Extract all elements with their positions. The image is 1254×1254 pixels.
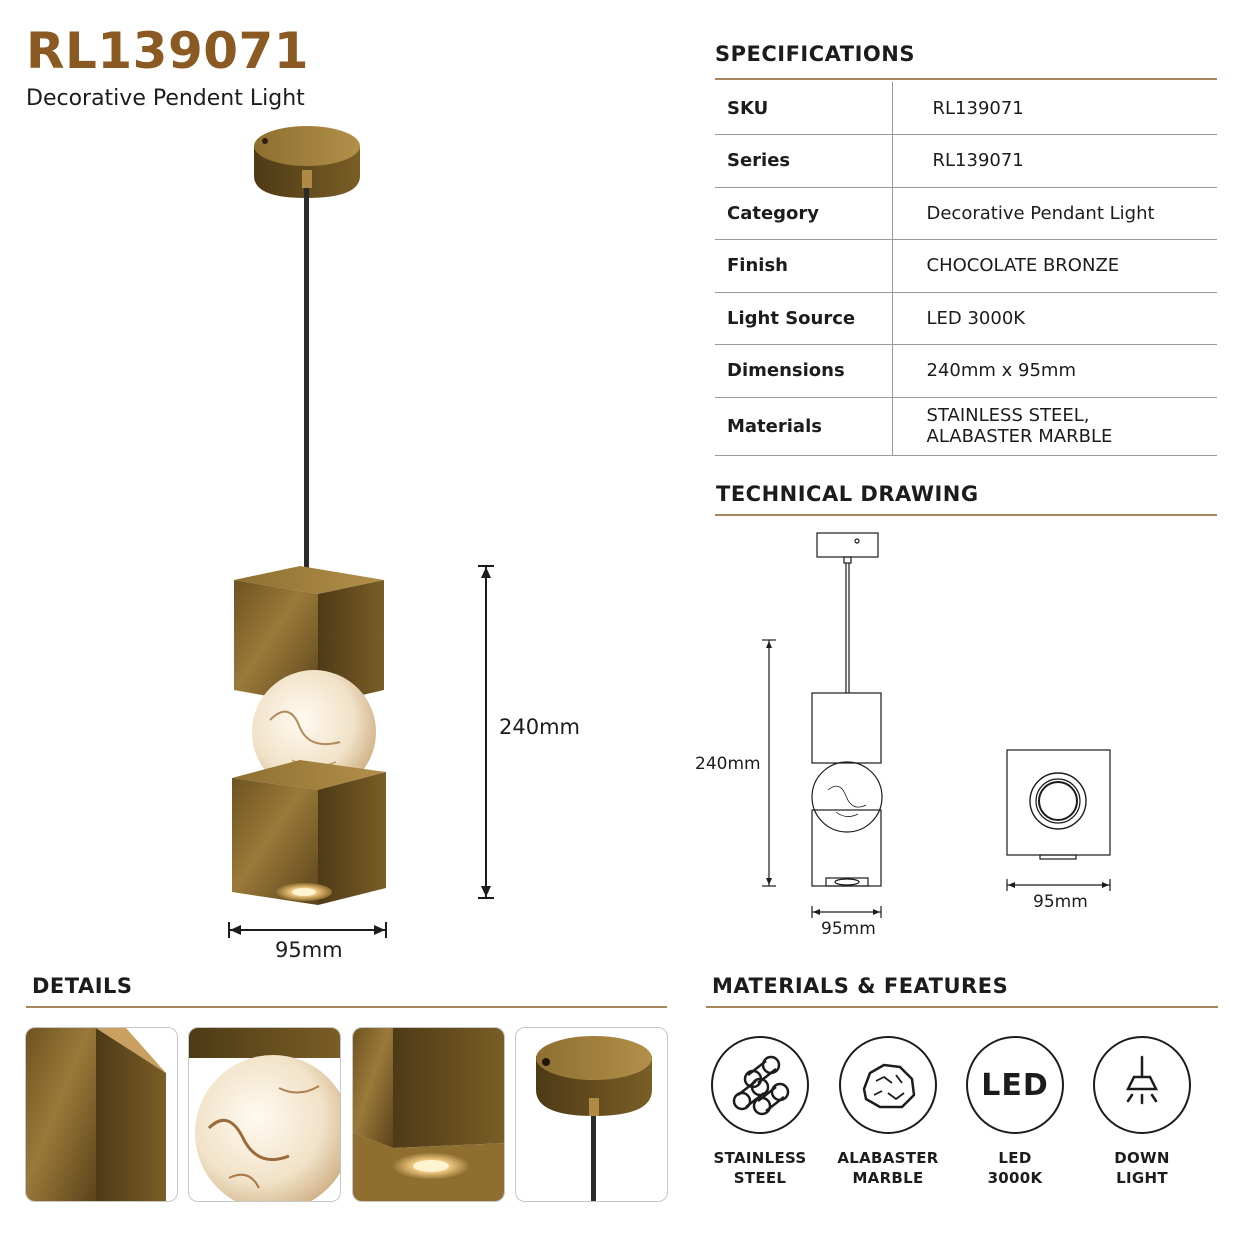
feature-led: LED LED 3000K bbox=[951, 1036, 1079, 1188]
top-view-width-label: 95mm bbox=[1033, 892, 1088, 912]
feature-label-line1: LED bbox=[998, 1149, 1032, 1167]
spec-key: Materials bbox=[715, 397, 893, 456]
feature-label-line1: DOWN bbox=[1114, 1149, 1170, 1167]
down-light-icon bbox=[1093, 1036, 1191, 1134]
marble-sphere-image bbox=[189, 1028, 340, 1201]
pendant-cord bbox=[304, 188, 309, 580]
stainless-steel-icon bbox=[711, 1036, 809, 1134]
technical-drawing bbox=[762, 532, 1111, 918]
spec-row-sku: SKU RL139071 bbox=[715, 82, 1217, 135]
technical-drawing-rule bbox=[715, 514, 1217, 516]
product-code: RL139071 bbox=[26, 22, 310, 80]
spec-value-line: STAINLESS STEEL, bbox=[926, 405, 1090, 426]
spec-value: LED 3000K bbox=[892, 292, 1217, 345]
feature-label-line2: LIGHT bbox=[1116, 1169, 1168, 1187]
specifications-rule bbox=[715, 78, 1217, 80]
spec-value: 240mm x 95mm bbox=[892, 344, 1217, 398]
height-dimension-line bbox=[478, 565, 494, 899]
features-title: MATERIALS & FEATURES bbox=[712, 974, 1009, 998]
spec-row-finish: Finish CHOCOLATE BRONZE bbox=[715, 239, 1217, 293]
canopy-image bbox=[536, 1036, 652, 1201]
cube-corner-image bbox=[26, 1028, 166, 1201]
spec-key: Light Source bbox=[715, 292, 893, 345]
detail-thumbnail-canopy[interactable] bbox=[515, 1027, 668, 1202]
detail-thumbnail-marble-sphere[interactable] bbox=[188, 1027, 341, 1202]
specifications-table: SKU RL139071 Series RL139071 Category De… bbox=[715, 82, 1217, 456]
specifications-title: SPECIFICATIONS bbox=[715, 42, 915, 66]
feature-label-line1: STAINLESS bbox=[713, 1149, 807, 1167]
spec-row-light-source: Light Source LED 3000K bbox=[715, 292, 1217, 345]
feature-down-light: DOWN LIGHT bbox=[1078, 1036, 1206, 1188]
drawing-height-label: 240mm bbox=[695, 754, 761, 774]
detail-thumbnail-led-base[interactable] bbox=[352, 1027, 505, 1202]
details-rule bbox=[26, 1006, 667, 1008]
front-view bbox=[811, 532, 883, 887]
feature-alabaster-marble: ALABASTER MARBLE bbox=[824, 1036, 952, 1188]
top-view bbox=[1006, 749, 1111, 860]
spec-value: RL139071 bbox=[892, 82, 1217, 135]
alabaster-marble-icon bbox=[839, 1036, 937, 1134]
details-title: DETAILS bbox=[32, 974, 133, 998]
led-icon: LED bbox=[966, 1036, 1064, 1134]
ceiling-canopy bbox=[254, 126, 360, 198]
top-view-width-dimension bbox=[1006, 879, 1111, 891]
spec-key: Series bbox=[715, 134, 893, 188]
photo-width-label: 95mm bbox=[275, 938, 343, 962]
feature-stainless-steel: STAINLESS STEEL bbox=[696, 1036, 824, 1188]
width-dimension-line bbox=[228, 922, 387, 938]
features-rule bbox=[706, 1006, 1218, 1008]
feature-label-line2: STEEL bbox=[733, 1169, 787, 1187]
led-icon-text: LED bbox=[981, 1067, 1049, 1103]
spec-row-materials: Materials STAINLESS STEEL, ALABASTER MAR… bbox=[715, 397, 1217, 456]
drawing-width-dimension bbox=[811, 906, 882, 918]
spec-row-dimensions: Dimensions 240mm x 95mm bbox=[715, 344, 1217, 398]
drawing-height-dimension bbox=[762, 639, 776, 887]
spec-value-line: ALABASTER MARBLE bbox=[926, 426, 1113, 447]
spec-key: Dimensions bbox=[715, 344, 893, 398]
product-photo bbox=[228, 126, 494, 938]
lower-cube bbox=[232, 760, 386, 905]
photo-height-label: 240mm bbox=[499, 715, 580, 739]
spec-value: Decorative Pendant Light bbox=[892, 187, 1217, 240]
technical-drawing-title: TECHNICAL DRAWING bbox=[716, 482, 979, 506]
spec-row-category: Category Decorative Pendant Light bbox=[715, 187, 1217, 240]
feature-label-line2: 3000K bbox=[987, 1169, 1043, 1187]
spec-key: Category bbox=[715, 187, 893, 240]
feature-label-line2: MARBLE bbox=[852, 1169, 924, 1187]
spec-row-series: Series RL139071 bbox=[715, 134, 1217, 188]
led-base-image bbox=[353, 1028, 504, 1201]
spec-value: CHOCOLATE BRONZE bbox=[892, 239, 1217, 293]
spec-value: STAINLESS STEEL, ALABASTER MARBLE bbox=[892, 397, 1217, 456]
spec-key: SKU bbox=[715, 82, 893, 135]
spec-key: Finish bbox=[715, 239, 893, 293]
product-subtitle: Decorative Pendent Light bbox=[26, 86, 305, 111]
drawing-width-label: 95mm bbox=[821, 919, 876, 939]
spec-value: RL139071 bbox=[892, 134, 1217, 188]
detail-thumbnail-cube-corner[interactable] bbox=[25, 1027, 178, 1202]
marble-sphere bbox=[252, 670, 376, 794]
feature-label-line1: ALABASTER bbox=[837, 1149, 939, 1167]
